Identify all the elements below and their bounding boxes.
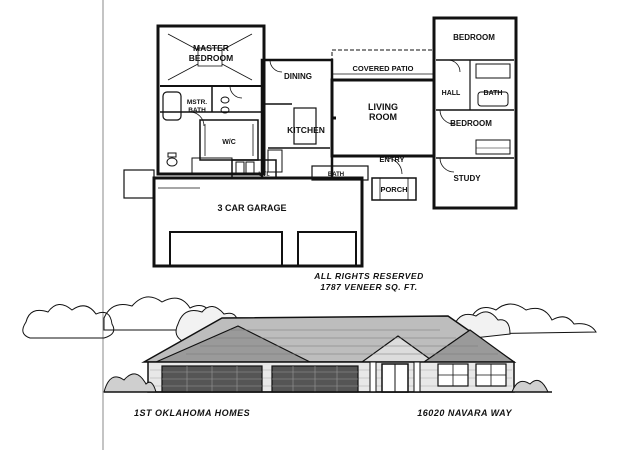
mstr-bath-label-1: MSTR.	[187, 99, 207, 106]
walk-in-closet	[199, 119, 259, 161]
entry-label: ENTRY	[379, 155, 404, 164]
mstr-bath-label-2: BATH	[188, 107, 206, 114]
garage-door-double	[169, 231, 283, 267]
master-bedroom-label-1: MASTER	[193, 43, 229, 53]
small-bath-label: BATH	[328, 172, 344, 178]
porch-column-right	[413, 361, 421, 393]
garage-door-single	[297, 231, 357, 267]
cloud-left	[22, 304, 115, 339]
room-labels: MASTER BEDROOM DINING COVERED PATIO LIVI…	[187, 33, 503, 213]
bath-label: BATH	[484, 90, 503, 97]
covered-patio-label: COVERED PATIO	[353, 64, 414, 73]
property-address: 16020 NAVARA WAY	[417, 408, 512, 418]
sqft-caption: 1787 VENEER SQ. FT.	[320, 282, 417, 292]
hall-label: HALL	[442, 90, 461, 97]
dining-label: DINING	[284, 72, 312, 81]
bathtub	[162, 91, 182, 121]
bedroom-mid-label: BEDROOM	[450, 119, 492, 128]
master-bedroom-label-2: BEDROOM	[189, 53, 233, 63]
living-room-label-1: LIVING	[368, 102, 398, 112]
wic-label: W/C	[222, 139, 236, 146]
kitchen-label: KITCHEN	[287, 125, 325, 135]
bedroom-top-label: BEDROOM	[453, 33, 495, 42]
living-room-label-2: ROOM	[369, 112, 397, 122]
bedroom-wing-wall	[432, 16, 518, 210]
porch-outline	[371, 177, 417, 201]
garage-label: 3 CAR GARAGE	[217, 203, 286, 213]
porch-column-left	[369, 361, 377, 393]
study-label: STUDY	[453, 174, 481, 183]
floor-plan	[123, 16, 518, 268]
shrub-right	[511, 379, 549, 393]
kitchen-island	[293, 107, 317, 145]
builder-name: 1ST OKLAHOMA HOMES	[134, 408, 250, 418]
rights-caption: ALL RIGHTS RESERVED	[313, 271, 423, 281]
front-elevation	[22, 296, 597, 393]
porch-label: PORCH	[380, 185, 407, 194]
garage-wall	[152, 176, 364, 268]
utility-label: UTI.	[258, 172, 270, 178]
shrub-left	[103, 373, 157, 393]
